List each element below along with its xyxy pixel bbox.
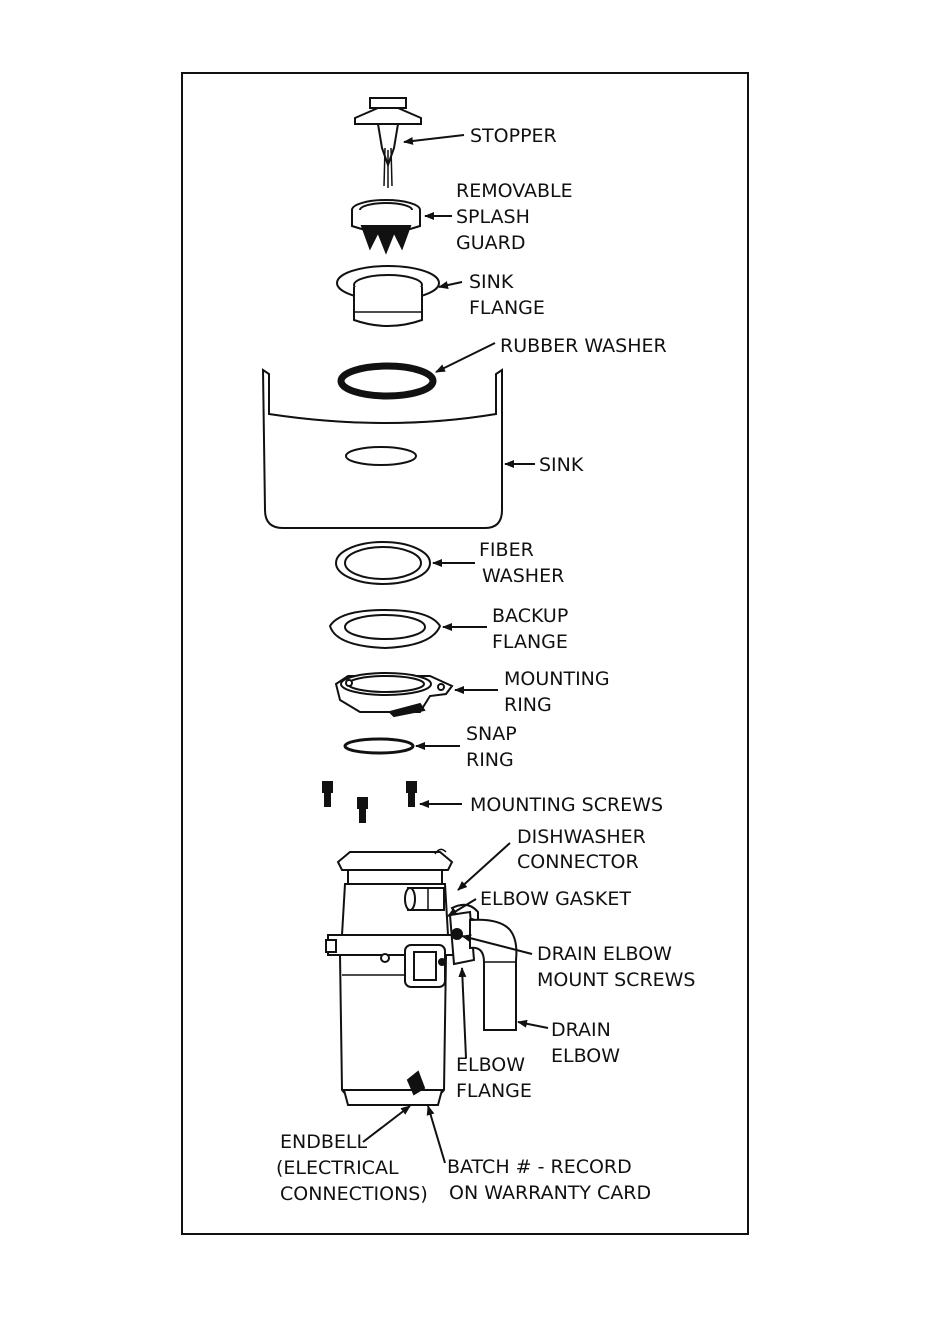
label-elbow-gasket: ELBOW GASKET (480, 888, 631, 910)
fiber-washer-part (336, 542, 430, 584)
label-stopper: STOPPER (470, 125, 557, 147)
label-sink: SINK (539, 454, 584, 476)
label-rubber-washer: RUBBER WASHER (500, 335, 667, 357)
label-mounting-screws: MOUNTING SCREWS (470, 794, 663, 816)
disposer-unit-part (326, 849, 458, 1105)
